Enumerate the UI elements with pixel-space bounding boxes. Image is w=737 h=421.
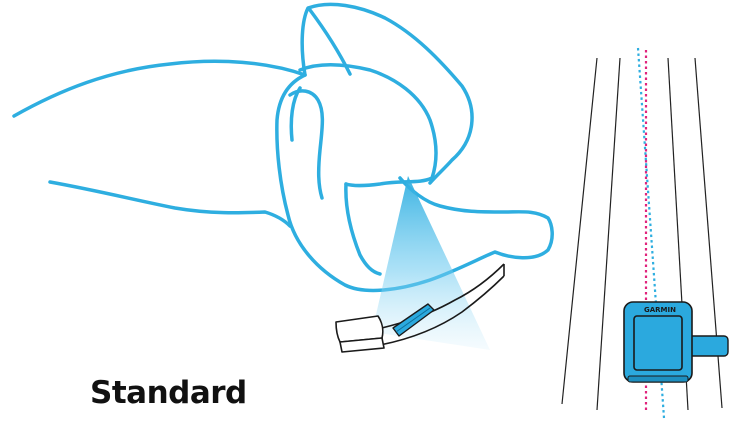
hand-outline-icon — [14, 4, 552, 290]
diagram-caption: Standard — [90, 378, 247, 409]
bike-computer-icon: GARMIN — [624, 302, 728, 382]
device-brand-label: GARMIN — [644, 306, 676, 314]
